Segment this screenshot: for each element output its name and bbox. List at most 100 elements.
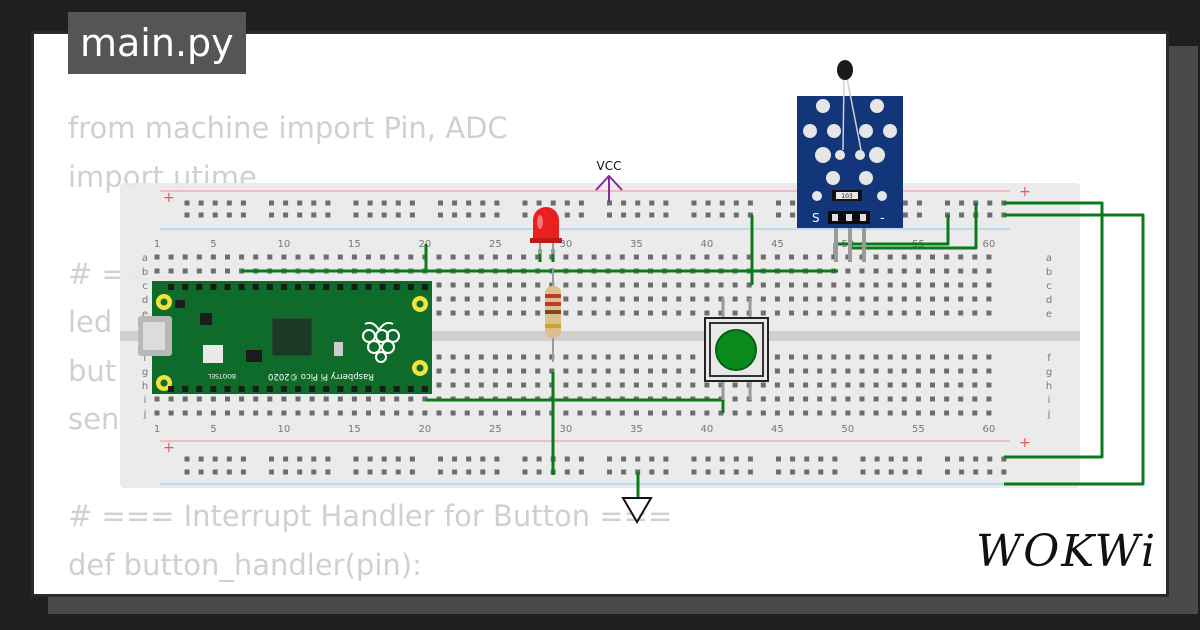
breadboard-hole[interactable] (436, 296, 442, 302)
rail-hole[interactable] (269, 212, 274, 218)
breadboard-hole[interactable] (930, 296, 935, 302)
rail-hole[interactable] (888, 469, 894, 475)
rail-hole[interactable] (536, 469, 542, 475)
breadboard-hole[interactable] (535, 382, 541, 388)
breadboard-hole[interactable] (915, 296, 921, 302)
breadboard-hole[interactable] (464, 296, 470, 302)
rail-hole[interactable] (607, 469, 612, 475)
breadboard-hole[interactable] (563, 368, 569, 374)
breadboard-hole[interactable] (986, 268, 992, 274)
rail-hole[interactable] (409, 200, 415, 206)
breadboard-hole[interactable] (676, 254, 682, 260)
breadboard-hole[interactable] (182, 268, 188, 274)
breadboard-hole[interactable] (986, 282, 992, 288)
breadboard-hole[interactable] (986, 368, 992, 374)
breadboard-hole[interactable] (704, 410, 710, 416)
breadboard-hole[interactable] (577, 354, 583, 360)
breadboard-hole[interactable] (521, 410, 527, 416)
rail-hole[interactable] (198, 212, 204, 218)
temperature-sensor-module[interactable]: 103 S - (797, 60, 903, 262)
rail-hole[interactable] (959, 212, 965, 218)
breadboard-hole[interactable] (351, 254, 357, 260)
breadboard-hole[interactable] (253, 410, 259, 416)
resistor[interactable] (545, 268, 561, 362)
breadboard-hole[interactable] (619, 354, 625, 360)
rail-hole[interactable] (832, 456, 838, 462)
rail-hole[interactable] (212, 456, 218, 462)
breadboard-hole[interactable] (450, 382, 456, 388)
breadboard-hole[interactable] (281, 396, 287, 402)
breadboard-hole[interactable] (464, 368, 470, 374)
breadboard-hole[interactable] (690, 310, 696, 316)
rail-hole[interactable] (902, 456, 908, 462)
rail-hole[interactable] (367, 212, 373, 218)
breadboard-hole[interactable] (577, 368, 583, 374)
rail-hole[interactable] (283, 200, 289, 206)
rail-hole[interactable] (916, 212, 922, 218)
breadboard-hole[interactable] (492, 410, 498, 416)
breadboard-hole[interactable] (746, 254, 752, 260)
breadboard-hole[interactable] (718, 254, 724, 260)
breadboard-hole[interactable] (478, 382, 484, 388)
breadboard-hole[interactable] (845, 354, 851, 360)
rail-hole[interactable] (776, 212, 781, 218)
breadboard-hole[interactable] (521, 282, 527, 288)
rail-hole[interactable] (733, 200, 739, 206)
breadboard-hole[interactable] (492, 254, 498, 260)
rail-hole[interactable] (353, 469, 359, 475)
breadboard-hole[interactable] (915, 254, 921, 260)
breadboard-hole[interactable] (944, 396, 950, 402)
breadboard-hole[interactable] (972, 282, 978, 288)
rail-hole[interactable] (747, 200, 753, 206)
rail-hole[interactable] (902, 200, 908, 206)
breadboard-hole[interactable] (915, 410, 921, 416)
breadboard-hole[interactable] (605, 410, 611, 416)
breadboard-hole[interactable] (774, 282, 780, 288)
breadboard-hole[interactable] (535, 254, 541, 260)
breadboard-hole[interactable] (662, 282, 668, 288)
breadboard-hole[interactable] (774, 382, 780, 388)
breadboard-hole[interactable] (662, 382, 668, 388)
rail-hole[interactable] (283, 212, 289, 218)
breadboard-hole[interactable] (803, 396, 809, 402)
breadboard-hole[interactable] (507, 296, 512, 302)
breadboard-hole[interactable] (394, 254, 400, 260)
breadboard-hole[interactable] (704, 296, 710, 302)
breadboard-hole[interactable] (605, 368, 611, 374)
rail-hole[interactable] (452, 212, 458, 218)
breadboard-hole[interactable] (817, 368, 823, 374)
breadboard-hole[interactable] (281, 410, 287, 416)
breadboard-hole[interactable] (507, 382, 512, 388)
breadboard-hole[interactable] (478, 254, 484, 260)
breadboard-hole[interactable] (563, 254, 569, 260)
breadboard-hole[interactable] (930, 410, 935, 416)
rail-hole[interactable] (395, 456, 401, 462)
breadboard-hole[interactable] (986, 310, 992, 316)
breadboard-hole[interactable] (718, 282, 724, 288)
rail-hole[interactable] (325, 456, 331, 462)
breadboard-hole[interactable] (760, 410, 766, 416)
breadboard-hole[interactable] (986, 296, 992, 302)
breadboard-hole[interactable] (859, 382, 865, 388)
breadboard-hole[interactable] (478, 368, 484, 374)
breadboard-hole[interactable] (563, 382, 569, 388)
breadboard-hole[interactable] (450, 296, 456, 302)
breadboard-hole[interactable] (760, 310, 766, 316)
breadboard-hole[interactable] (972, 396, 978, 402)
breadboard-hole[interactable] (859, 296, 865, 302)
rail-hole[interactable] (480, 456, 486, 462)
rail-hole[interactable] (325, 200, 331, 206)
rail-hole[interactable] (691, 200, 697, 206)
breadboard-hole[interactable] (633, 282, 639, 288)
breadboard-hole[interactable] (930, 354, 935, 360)
breadboard-hole[interactable] (267, 396, 273, 402)
breadboard-hole[interactable] (859, 368, 865, 374)
rail-hole[interactable] (409, 212, 415, 218)
breadboard-hole[interactable] (817, 354, 823, 360)
rail-hole[interactable] (494, 200, 500, 206)
rail-hole[interactable] (536, 200, 542, 206)
rail-hole[interactable] (269, 469, 274, 475)
breadboard-hole[interactable] (535, 368, 541, 374)
breadboard-hole[interactable] (619, 296, 625, 302)
rail-hole[interactable] (635, 200, 641, 206)
